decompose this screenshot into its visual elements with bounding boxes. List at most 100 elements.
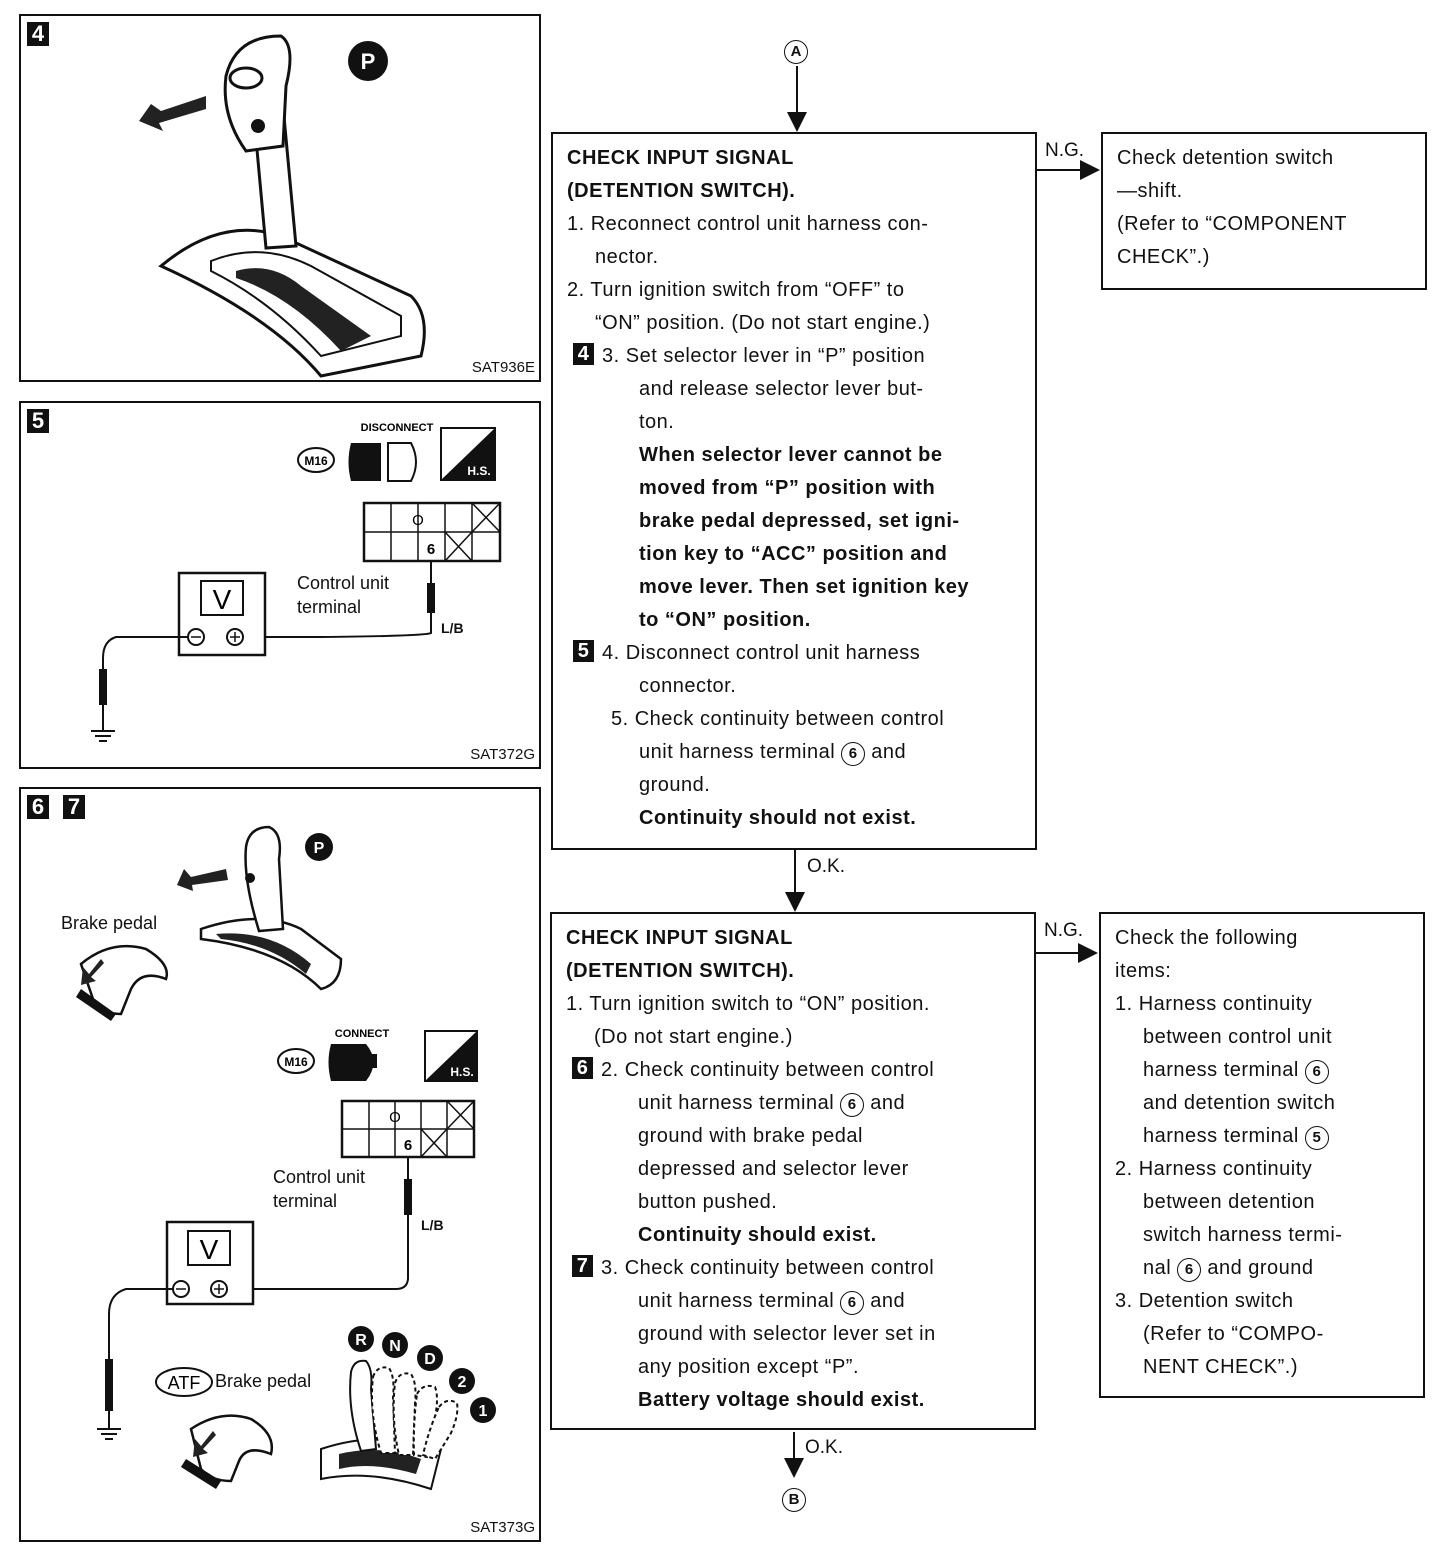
meter-v: V bbox=[213, 584, 232, 615]
atf-label: ATF bbox=[168, 1373, 201, 1393]
instruction: 5. Check continuity between control bbox=[611, 708, 945, 730]
step-title: CHECK INPUT SIGNAL bbox=[567, 147, 794, 169]
pin-number: 6 bbox=[427, 541, 435, 558]
action-text-part: harness terminal bbox=[1143, 1125, 1299, 1147]
meter-v: V bbox=[200, 1234, 219, 1265]
action-text-part: nal bbox=[1143, 1257, 1172, 1279]
action-text: switch harness termi- bbox=[1143, 1224, 1343, 1246]
flow-start-connector: A bbox=[784, 40, 808, 64]
instruction: any position except “P”. bbox=[638, 1356, 859, 1378]
control-unit-terminal-label: Control unit terminal bbox=[297, 573, 390, 617]
figure-panel-5: 5 M16 DISCONNECT H.S. O 6 V bbox=[19, 401, 541, 769]
instruction-text: unit harness terminal bbox=[638, 1092, 835, 1114]
note: When selector lever cannot be bbox=[639, 444, 943, 466]
instruction: “ON” position. (Do not start engine.) bbox=[595, 312, 931, 334]
instruction-text: 2. Check continuity between control bbox=[601, 1059, 935, 1081]
instruction: unit harness terminal 6 and bbox=[566, 1087, 1020, 1120]
position-r: R bbox=[355, 1332, 367, 1349]
instruction: depressed and selector lever bbox=[638, 1158, 909, 1180]
connector-mark: O bbox=[389, 1109, 401, 1126]
figure-ref-badge: 6 bbox=[572, 1057, 593, 1079]
terminal-number: 6 bbox=[840, 1291, 865, 1315]
instruction: and release selector lever but- bbox=[639, 378, 924, 400]
instruction-text: 3. Check continuity between control bbox=[601, 1257, 935, 1279]
step-title: CHECK INPUT SIGNAL bbox=[566, 927, 793, 949]
instruction: 6 2. Check continuity between control bbox=[572, 1054, 1020, 1087]
figure-code: SAT372G bbox=[470, 746, 535, 763]
ng-action-1: Check detention switch —shift. (Refer to… bbox=[1101, 132, 1427, 290]
instruction: connector. bbox=[639, 675, 737, 697]
instruction: ground with brake pedal bbox=[638, 1125, 863, 1147]
position-p-label: P bbox=[314, 840, 325, 857]
position-n: N bbox=[389, 1338, 401, 1355]
action-text: —shift. bbox=[1117, 180, 1183, 202]
figure-badge: 4 bbox=[27, 22, 49, 46]
note: brake pedal depressed, set igni- bbox=[639, 510, 960, 532]
ok-label-2: O.K. bbox=[805, 1437, 844, 1458]
figure-code: SAT936E bbox=[471, 359, 535, 376]
continuity-test-diagram: P M16 CONNECT H.S. O 6 V bbox=[76, 825, 496, 1491]
instruction-text: and bbox=[870, 1290, 906, 1312]
connector-id: M16 bbox=[284, 1055, 308, 1069]
figure-panel-6-7: 6 7 P M16 CONNECT H.S. O 6 bbox=[19, 787, 541, 1542]
ok-label-1: O.K. bbox=[807, 856, 846, 877]
action-text: NENT CHECK”.) bbox=[1143, 1356, 1299, 1378]
action-text: 3. Detention switch bbox=[1115, 1290, 1294, 1312]
action-text: Check detention switch bbox=[1117, 147, 1334, 169]
note: moved from “P” position with bbox=[639, 477, 936, 499]
action-text: Check the following bbox=[1115, 927, 1298, 949]
figure-badge-6: 6 bbox=[27, 795, 49, 819]
instruction: ton. bbox=[639, 411, 675, 433]
instruction-text: unit harness terminal bbox=[638, 1290, 835, 1312]
action-text: between control unit bbox=[1143, 1026, 1333, 1048]
terminal-number: 5 bbox=[1304, 1126, 1329, 1150]
connector-b-label: B bbox=[782, 1488, 806, 1512]
figure-ref-badge: 5 bbox=[573, 640, 594, 662]
position-2: 2 bbox=[458, 1374, 467, 1391]
connector-mark: O bbox=[412, 512, 424, 529]
voltmeter-circuit-diagram: M16 DISCONNECT H.S. O 6 V bbox=[91, 422, 502, 742]
position-d: D bbox=[424, 1351, 436, 1368]
brake-pedal-label-2: Brake pedal bbox=[215, 1371, 312, 1391]
instruction: nector. bbox=[595, 246, 659, 268]
connector-id: M16 bbox=[304, 454, 328, 468]
connector-a-label: A bbox=[784, 40, 808, 64]
terminal-number: 6 bbox=[1304, 1060, 1329, 1084]
instruction: unit harness terminal 6 and bbox=[566, 1285, 1020, 1318]
instruction: 2. Turn ignition switch from “OFF” to bbox=[567, 279, 905, 301]
control-unit-terminal-label: Control unit terminal bbox=[273, 1167, 366, 1211]
hs-label: H.S. bbox=[467, 464, 490, 478]
wire-color-label: L/B bbox=[421, 1217, 444, 1233]
action-text: harness terminal 6 bbox=[1115, 1054, 1409, 1087]
action-text: and detention switch bbox=[1143, 1092, 1336, 1114]
ng-label-1: N.G. bbox=[1045, 140, 1085, 161]
action-text: (Refer to “COMPONENT bbox=[1117, 213, 1348, 235]
step-subtitle: (DETENTION SWITCH). bbox=[567, 180, 796, 202]
terminal-number: 6 bbox=[1177, 1258, 1202, 1282]
position-p-label: P bbox=[361, 49, 376, 74]
figure-code: SAT373G bbox=[470, 1519, 535, 1536]
note: to “ON” position. bbox=[639, 609, 811, 631]
check-step-1: CHECK INPUT SIGNAL (DETENTION SWITCH). 1… bbox=[551, 132, 1037, 850]
instruction: button pushed. bbox=[638, 1191, 778, 1213]
figure-panel-4: 4 P SAT936E bbox=[19, 14, 541, 382]
position-1: 1 bbox=[479, 1403, 488, 1420]
disconnect-label: DISCONNECT bbox=[361, 422, 434, 434]
action-text: 2. Harness continuity bbox=[1115, 1158, 1313, 1180]
flow-end-connector: B bbox=[782, 1488, 806, 1512]
action-text: 1. Harness continuity bbox=[1115, 993, 1313, 1015]
instruction: unit harness terminal 6 and bbox=[567, 736, 1021, 769]
selector-lever-illustration: P bbox=[139, 34, 426, 378]
figure-ref-badge: 7 bbox=[572, 1255, 593, 1277]
expected-result: Continuity should not exist. bbox=[639, 807, 917, 829]
action-text: between detention bbox=[1143, 1191, 1315, 1213]
wire-color-label: L/B bbox=[441, 620, 464, 636]
instruction: 7 3. Check continuity between control bbox=[572, 1252, 1020, 1285]
action-text-part: and ground bbox=[1207, 1257, 1314, 1279]
note: tion key to “ACC” position and bbox=[639, 543, 948, 565]
hs-label: H.S. bbox=[450, 1065, 473, 1079]
check-step-2: CHECK INPUT SIGNAL (DETENTION SWITCH). 1… bbox=[550, 912, 1036, 1430]
figure-badge-7: 7 bbox=[63, 795, 85, 819]
